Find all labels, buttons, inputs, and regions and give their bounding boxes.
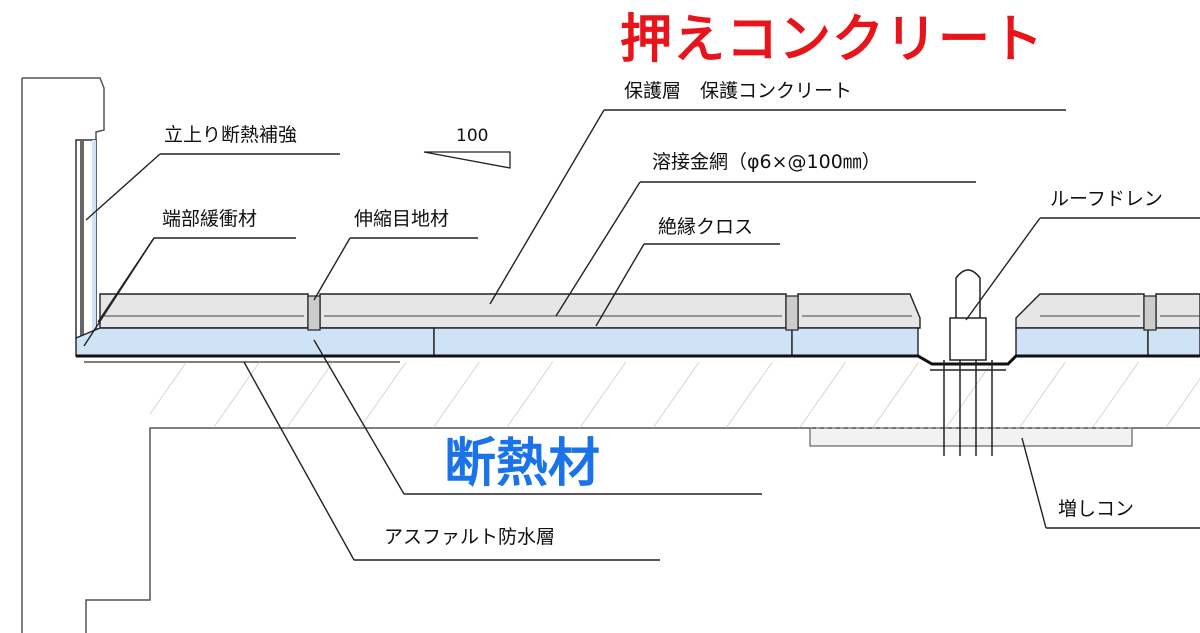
label-expansion-joint: 伸縮目地材 — [354, 208, 450, 230]
insulation-highlight: 断熱材 — [444, 434, 601, 494]
label-protective-layer: 保護層 保護コンクリート — [624, 80, 853, 102]
slab-hatch — [150, 362, 1200, 428]
insulation-layer — [75, 327, 1200, 357]
leader-lines — [83, 109, 1200, 561]
added-concrete-region — [809, 427, 1133, 447]
label-insulating-cloth: 絶縁クロス — [658, 216, 754, 238]
title-highlight: 押えコンクリート — [620, 10, 1045, 70]
protective-concrete — [99, 293, 1200, 329]
label-edge-buffer: 端部緩衝材 — [162, 208, 258, 230]
label-roof-drain: ルーフドレン — [1050, 188, 1163, 210]
upstand-insulation — [75, 139, 97, 339]
waterproof-layer — [76, 354, 1200, 366]
expansion-joints — [307, 295, 1157, 331]
label-added-concrete: 増しコン — [1058, 498, 1135, 520]
label-upstand-insulation: 立上り断熱補強 — [164, 124, 298, 146]
slope-indicator — [423, 151, 511, 169]
label-welded-mesh: 溶接金網（φ6×@100㎜） — [652, 151, 881, 173]
label-asphalt-waterproof: アスファルト防水層 — [384, 526, 556, 548]
roof-drain — [930, 269, 1006, 456]
label-slope: 100 — [456, 126, 489, 146]
